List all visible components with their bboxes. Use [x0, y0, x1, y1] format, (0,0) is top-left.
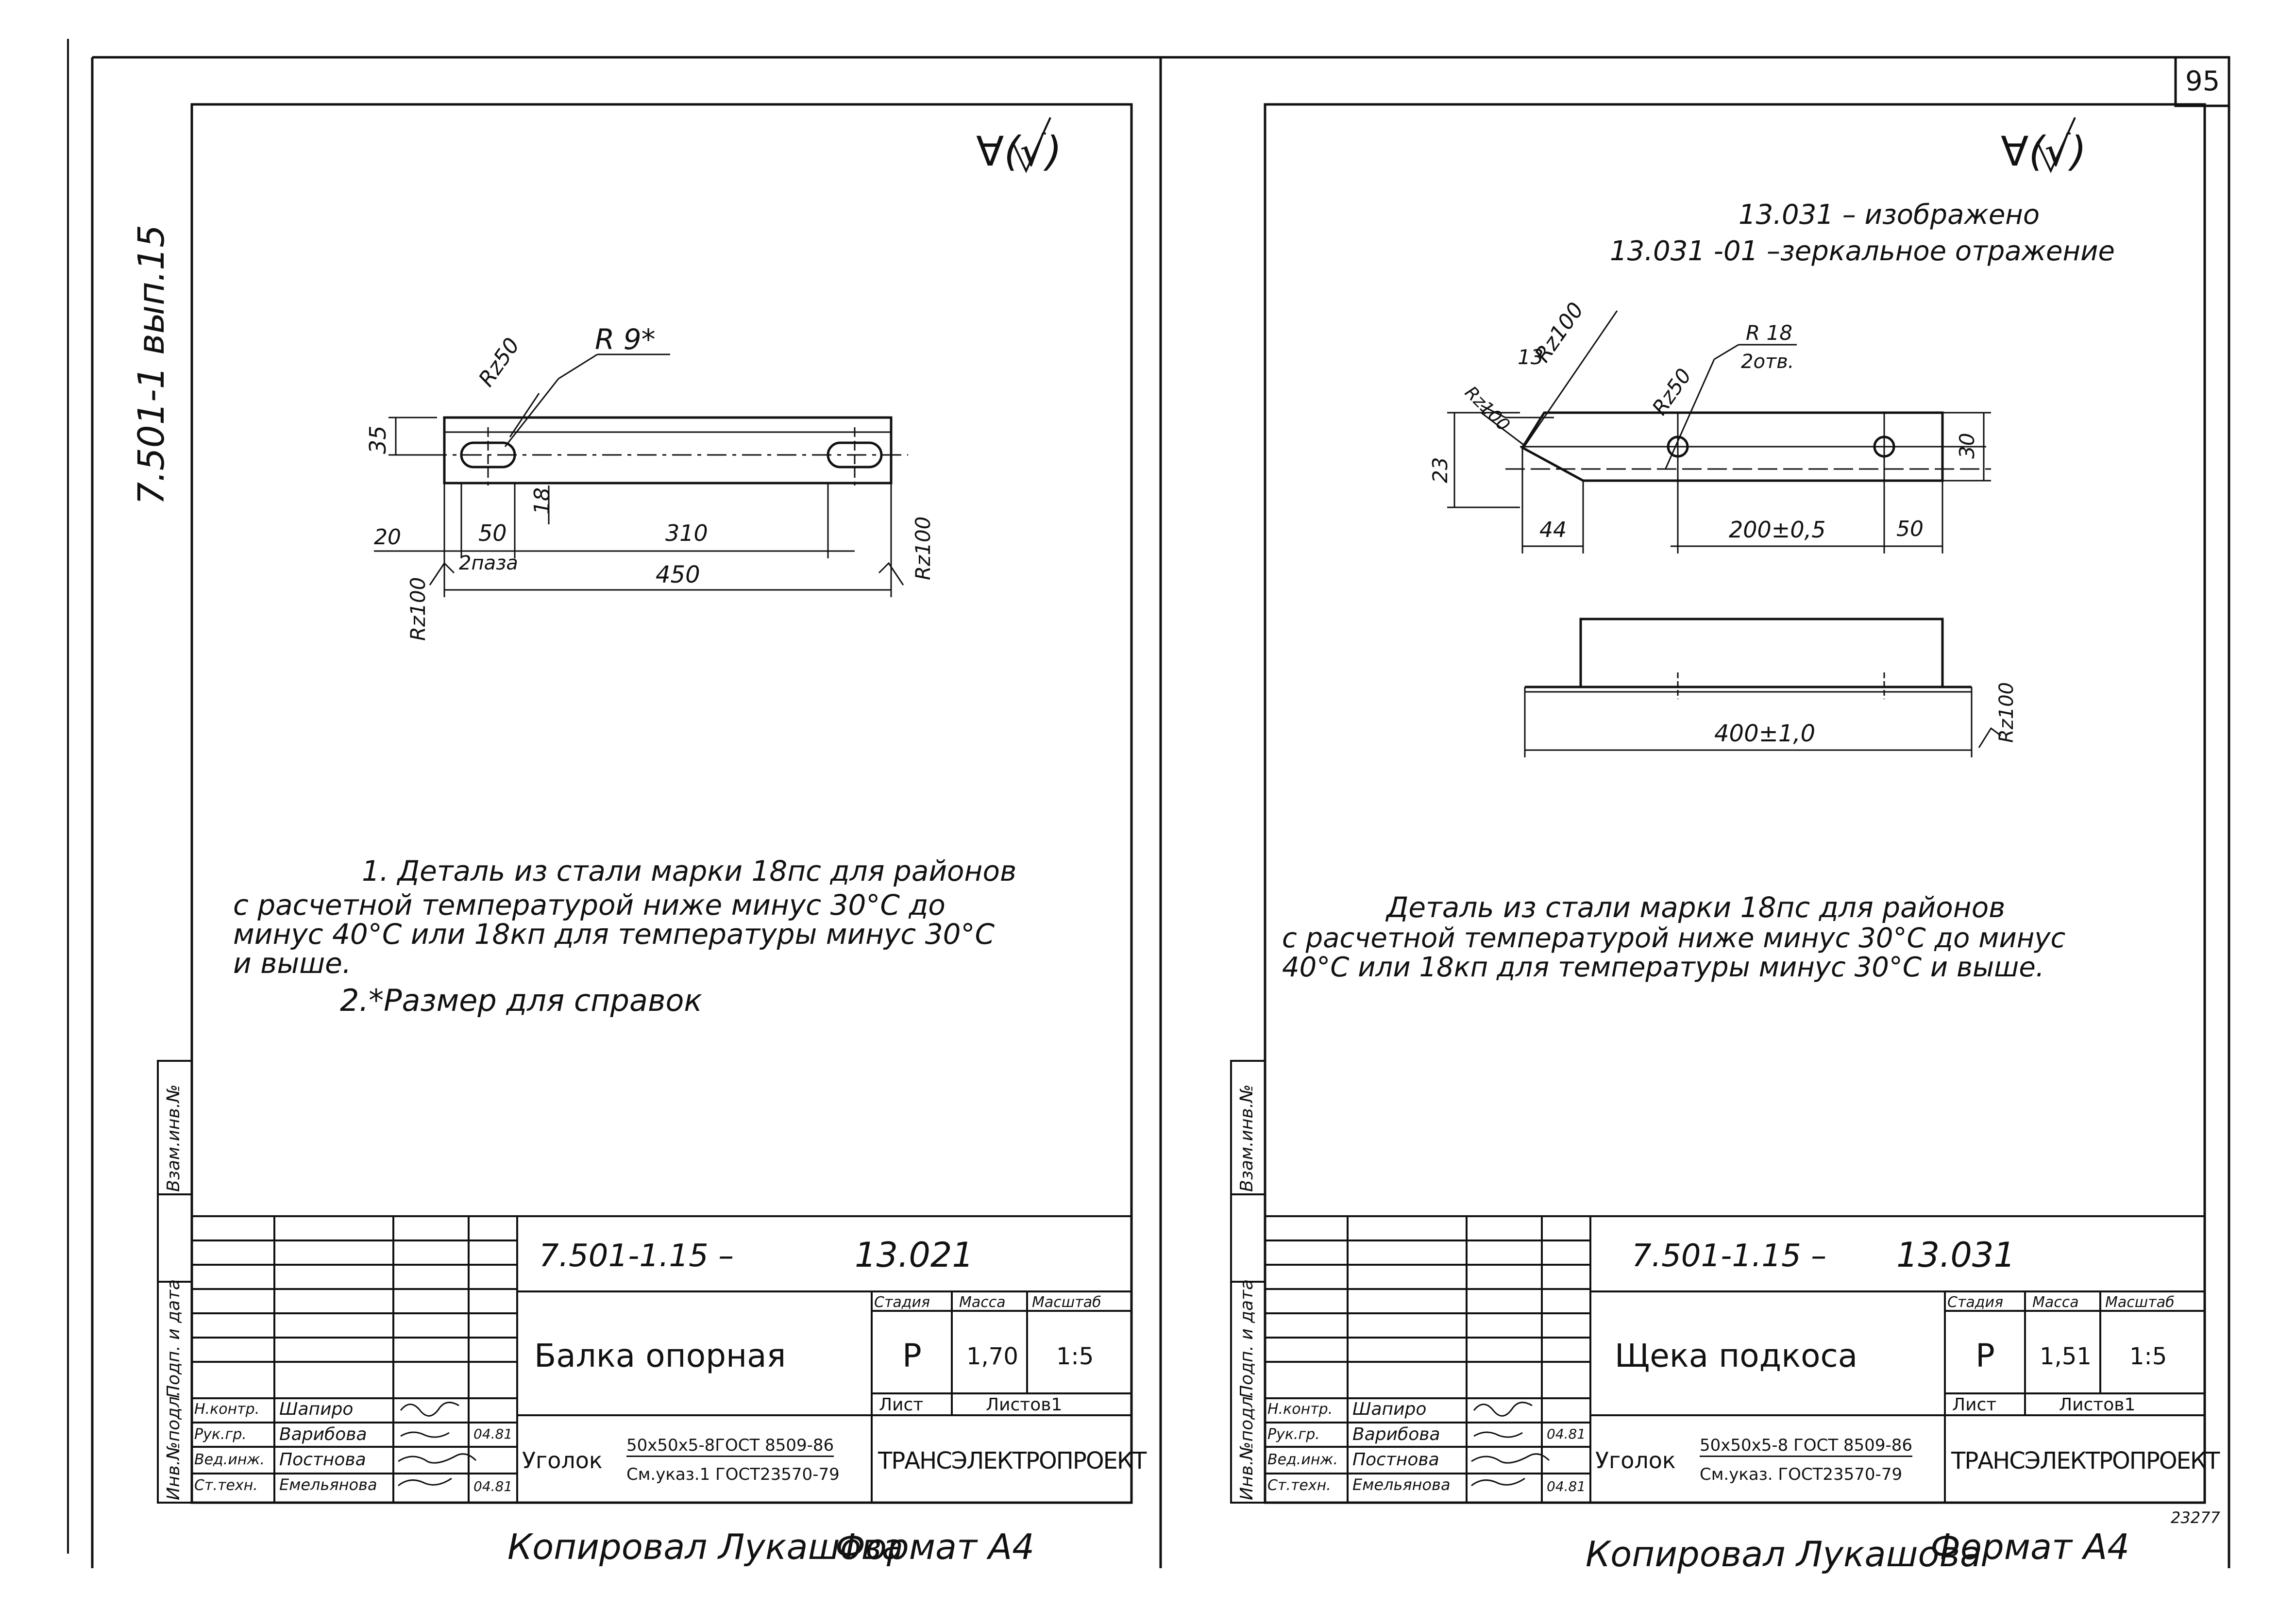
footer-format: Формат А4	[835, 1526, 1035, 1567]
slot-note-label: 2паза	[459, 552, 518, 574]
right-note-line-3: 40°С или 18кп для температуры минус 30°С…	[1282, 952, 2044, 983]
dim-30-label: 30	[1955, 433, 1979, 459]
name-shapiro: Шапиро	[279, 1399, 354, 1419]
roughness-rz100-left: Rz100	[406, 577, 430, 641]
part-name: Балка опорная	[534, 1337, 786, 1374]
role-n-kontr: Н.контр.	[194, 1401, 260, 1418]
margin-label-inv-right: Инв.№подл.	[1237, 1390, 1257, 1500]
margin-label-inv: Инв.№подл.	[164, 1390, 184, 1500]
note-line-2: с расчетной температурой ниже минус 30°С…	[233, 888, 945, 921]
page-number: 95	[2185, 66, 2220, 97]
note-line-3: минус 40°С или 18кп для температуры мину…	[233, 918, 995, 951]
scale-value-right: 1:5	[2129, 1343, 2167, 1370]
name-postnova-right: Постнова	[1352, 1450, 1439, 1470]
margin-label-sign: Подп. и дата	[164, 1279, 184, 1398]
series-label: 7.501-1 вып.15	[131, 224, 172, 505]
dim-50-right-label: 50	[1896, 517, 1924, 541]
right-note-line-1: Деталь из стали марки 18пс для районов	[1386, 891, 2006, 924]
part-name-right: Щека подкоса	[1615, 1337, 1858, 1374]
hole-radius-right: R 18	[1746, 321, 1792, 345]
date-4: 04.81	[473, 1478, 513, 1494]
date-2: 04.81	[473, 1426, 513, 1442]
footer-copied: Копировал Лукашова	[507, 1526, 904, 1567]
company-name: ТРАНСЭЛЕКТРОПРОЕКТ	[878, 1447, 1147, 1474]
roughness-rz100-right: Rz100	[911, 516, 935, 580]
material-bottom: См.указ.1 ГОСТ23570-79	[626, 1465, 840, 1484]
hole-radius-label: R 9*	[595, 323, 656, 356]
right-note-line-2: с расчетной температурой ниже минус 30°С…	[1282, 922, 2066, 954]
roughness-symbol-left: ∀(√)	[976, 128, 1062, 175]
material-prefix: Уголок	[522, 1447, 603, 1474]
dim-18-label: 18	[530, 487, 555, 515]
sheets-label-right: Листов1	[2059, 1395, 2136, 1415]
footer-stamp-number: 23277	[2171, 1508, 2220, 1527]
footer-format-right: Формат А4	[1930, 1526, 2130, 1567]
role-ved-inzh-right: Вед.инж.	[1267, 1451, 1338, 1468]
dim-44-label: 44	[1539, 518, 1567, 542]
mass-value: 1,70	[966, 1343, 1018, 1370]
date-2-right: 04.81	[1547, 1426, 1586, 1442]
margin-label-vzam: Взам.инв.№	[164, 1084, 184, 1192]
dim-450-label: 450	[656, 561, 700, 588]
col-scale: Масштаб	[1032, 1294, 1101, 1311]
dim-13-label: 13	[1518, 345, 1544, 369]
doc-code: 7.501-1.15 –	[539, 1238, 734, 1274]
dim-310-label: 310	[665, 520, 708, 546]
mass-value-right: 1,51	[2040, 1343, 2092, 1370]
doc-code-right: 7.501-1.15 –	[1632, 1238, 1827, 1274]
col-stage-right: Стадия	[1947, 1294, 2004, 1311]
header-note-1: 13.031 – изображено	[1739, 199, 2040, 231]
material-bottom-right: См.указ. ГОСТ23570-79	[1700, 1465, 1903, 1484]
doc-number-right: 13.031	[1896, 1235, 2015, 1275]
sheet-label: Лист	[879, 1395, 924, 1415]
material-prefix-right: Уголок	[1595, 1447, 1676, 1474]
footer-copied-right: Копировал Лукашова	[1586, 1534, 1982, 1574]
role-ruk-gr: Рук.гр.	[194, 1426, 247, 1443]
dim-50-label: 50	[478, 520, 507, 546]
dim-35-label: 35	[365, 425, 391, 454]
name-varibova-right: Варибова	[1352, 1424, 1440, 1444]
name-emelyanova: Емельянова	[279, 1475, 377, 1494]
company-name-right: ТРАНСЭЛЕКТРОПРОЕКТ	[1951, 1447, 2220, 1474]
scale-value: 1:5	[1056, 1343, 1094, 1370]
col-mass: Масса	[959, 1294, 1006, 1311]
holes-count: 2отв.	[1741, 351, 1794, 373]
sheets-label: Листов1	[986, 1395, 1063, 1415]
role-st-tekhn: Ст.техн.	[194, 1477, 258, 1494]
role-ved-inzh: Вед.инж.	[194, 1451, 265, 1468]
date-4-right: 04.81	[1547, 1478, 1586, 1494]
stage-value: Р	[902, 1337, 922, 1374]
dim-200-label: 200±0,5	[1729, 517, 1826, 543]
roughness-symbol-right: ∀(√)	[2001, 128, 2087, 175]
note-line-1: 1. Деталь из стали марки 18пс для районо…	[362, 854, 1017, 888]
role-n-kontr-right: Н.контр.	[1267, 1401, 1333, 1418]
role-ruk-gr-right: Рук.гр.	[1267, 1426, 1320, 1443]
material-top: 50х50х5-8ГОСТ 8509-86	[626, 1437, 834, 1457]
col-stage: Стадия	[874, 1294, 930, 1311]
role-st-tekhn-right: Ст.техн.	[1267, 1477, 1331, 1494]
note-line-5: 2.*Размер для справок	[340, 983, 702, 1018]
dim-20-label: 20	[374, 525, 401, 550]
doc-number: 13.021	[855, 1235, 974, 1275]
sheet-label-right: Лист	[1952, 1395, 1997, 1415]
name-varibova: Варибова	[279, 1424, 367, 1444]
roughness-rz100-bottom: Rz100	[1995, 682, 2018, 743]
dim-400-label: 400±1,0	[1714, 720, 1816, 747]
dim-23-label: 23	[1428, 457, 1452, 483]
name-shapiro-right: Шапиро	[1352, 1399, 1427, 1419]
stage-value-right: Р	[1975, 1337, 1995, 1374]
col-mass-right: Масса	[2032, 1294, 2079, 1311]
margin-label-vzam-right: Взам.инв.№	[1237, 1084, 1257, 1192]
note-line-4: и выше.	[233, 947, 352, 980]
name-postnova: Постнова	[279, 1450, 366, 1470]
header-note-2: 13.031 -01 –зеркальное отражение	[1610, 235, 2115, 267]
name-emelyanova-right: Емельянова	[1352, 1475, 1451, 1494]
col-scale-right: Масштаб	[2105, 1294, 2175, 1311]
material-top-right: 50х50х5-8 ГОСТ 8509-86	[1700, 1437, 1912, 1457]
margin-label-sign-right: Подп. и дата	[1237, 1279, 1257, 1398]
